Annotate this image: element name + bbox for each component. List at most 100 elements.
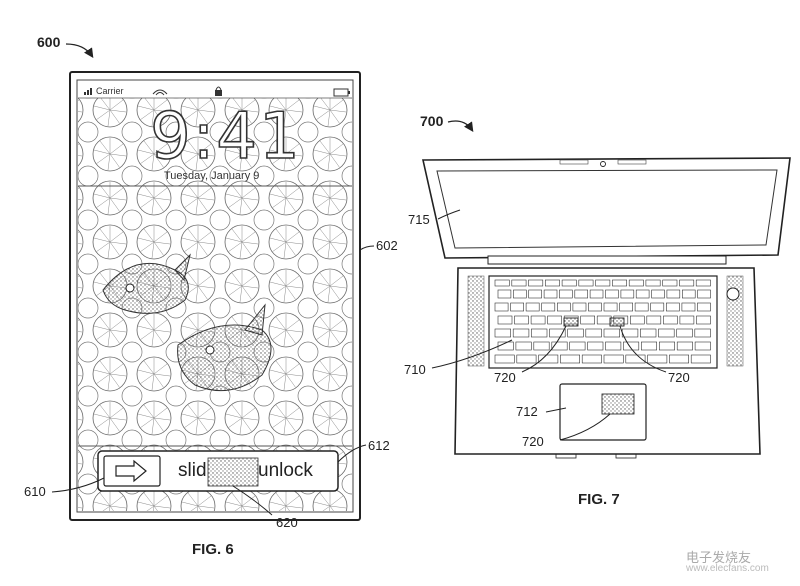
keyboard-key[interactable] [629,315,645,325]
keyboard-key[interactable] [690,354,711,364]
touchpad-region [601,393,635,415]
keyboard-key[interactable] [666,289,681,299]
keyboard-key[interactable] [538,354,559,364]
keyboard-key[interactable] [578,279,594,287]
keyboard-key[interactable] [676,341,693,351]
leader-710 [431,339,513,369]
keyboard-key[interactable] [628,279,644,287]
battery-icon [333,88,350,97]
keyboard-key[interactable] [561,279,577,287]
keyboard-key[interactable] [544,279,560,287]
arrow-right-icon [115,459,147,483]
keyboard-key[interactable] [530,315,546,325]
touch-region [207,457,259,487]
keyboard-key[interactable] [620,289,635,299]
label-710: 710 [404,362,426,377]
keyboard-key[interactable] [603,302,618,312]
keyboard-key[interactable] [494,354,515,364]
keyboard-key[interactable] [511,279,527,287]
keyboard-key[interactable] [621,328,639,338]
keyboard-key[interactable] [528,289,542,299]
keyboard-key[interactable] [681,302,696,312]
keyboard-key[interactable] [651,289,665,299]
keyboard-key[interactable] [676,328,693,338]
keyboard-key[interactable] [697,289,711,299]
keyboard-key[interactable] [513,289,527,299]
keyboard-key[interactable] [572,302,587,312]
keyboard-key[interactable] [605,341,622,351]
keyboard-key[interactable] [603,354,624,364]
keyboard-key[interactable] [646,315,662,325]
keyboard-key[interactable] [605,289,619,299]
keyboard-key[interactable] [547,315,562,325]
keyboard-key[interactable] [530,328,548,338]
keyboard-key[interactable] [662,279,678,287]
keyboard-key[interactable] [640,341,657,351]
keyboard-key[interactable] [679,279,695,287]
power-button[interactable] [726,287,740,301]
keyboard-key[interactable] [663,315,678,325]
keyboard-key[interactable] [669,354,690,364]
keyboard-key[interactable] [658,341,675,351]
keyboard-key[interactable] [635,289,650,299]
keyboard-key[interactable] [589,289,604,299]
keyboard-key[interactable] [543,289,558,299]
highlighted-key-left[interactable] [563,317,579,327]
keyboard-keys [494,279,711,364]
label-620: 620 [276,515,298,530]
keyboard-key[interactable] [515,341,532,351]
keyboard-key[interactable] [510,302,525,312]
keyboard-key[interactable] [696,315,711,325]
keyboard-key[interactable] [528,279,544,287]
keyboard-key[interactable] [650,302,665,312]
keyboard-key[interactable] [679,315,695,325]
keyboard-key[interactable] [658,328,675,338]
keyboard-key[interactable] [695,279,711,287]
keyboard-key[interactable] [665,302,680,312]
highlighted-key-right[interactable] [609,317,625,327]
keyboard-key[interactable] [612,279,628,287]
label-610: 610 [24,484,46,499]
keyboard-key[interactable] [587,341,604,351]
keyboard-key[interactable] [494,302,509,312]
keyboard-key[interactable] [585,328,602,338]
keyboard-key[interactable] [639,328,657,338]
keyboard-key[interactable] [556,302,571,312]
keyboard-key[interactable] [525,302,540,312]
keyboard-key[interactable] [603,328,620,338]
keyboard-key[interactable] [549,328,566,338]
keyboard-key[interactable] [514,315,529,325]
keyboard-key[interactable] [588,302,602,312]
keyboard-key[interactable] [494,328,511,338]
keyboard-key[interactable] [581,354,602,364]
keyboard-key[interactable] [681,289,696,299]
keyboard-key[interactable] [625,354,646,364]
keyboard-key[interactable] [619,302,633,312]
keyboard-key[interactable] [541,302,556,312]
keyboard-key[interactable] [567,328,584,338]
keyboard-key[interactable] [634,302,649,312]
keyboard-key[interactable] [497,289,512,299]
keyboard-key[interactable] [580,315,596,325]
keyboard-key[interactable] [569,341,586,351]
keyboard-key[interactable] [694,341,711,351]
keyboard-key[interactable] [595,279,611,287]
keyboard-key[interactable] [551,341,568,351]
keyboard-key[interactable] [497,315,513,325]
keyboard-key[interactable] [574,289,588,299]
keyboard-key[interactable] [647,354,668,364]
date-label: Tuesday, January 9 [164,170,260,182]
keyboard-key[interactable] [694,328,711,338]
keyboard-key[interactable] [596,315,612,325]
keyboard-key[interactable] [560,354,581,364]
keyboard-key[interactable] [512,328,530,338]
clock-time: 9:41 [149,99,302,175]
keyboard-key[interactable] [559,289,573,299]
keyboard-key[interactable] [533,341,550,351]
keyboard-key[interactable] [697,302,711,312]
keyboard-key[interactable] [623,341,640,351]
keyboard-key[interactable] [645,279,661,287]
keyboard-key[interactable] [516,354,537,364]
keyboard-key[interactable] [494,279,510,287]
